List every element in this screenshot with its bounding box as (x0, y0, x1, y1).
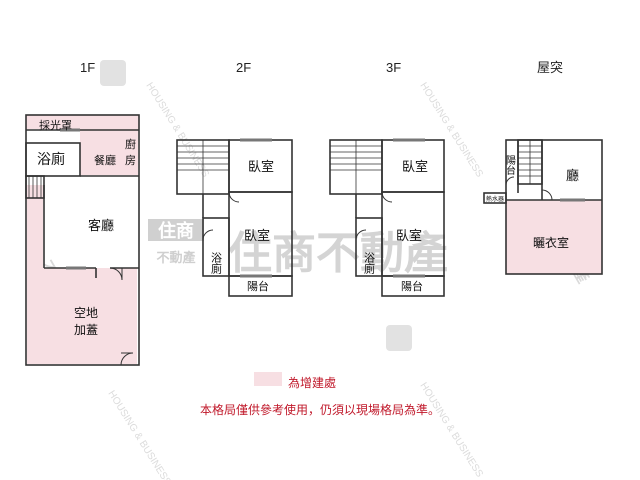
room-label-3f-balcony: 陽台 (401, 279, 423, 293)
room-label-3f-bath: 浴廁 (363, 252, 376, 275)
room-label-2f-bath: 浴廁 (210, 252, 223, 275)
room-label-roof-balcony: 陽台 (504, 155, 516, 176)
room-label-roof-hall: 廳 (566, 168, 579, 184)
floor-plan-3f (329, 138, 445, 297)
room-label-1f-dining: 餐廳 (94, 153, 116, 167)
legend-swatch (254, 372, 282, 386)
room-label-1f-yard-1: 空地 (74, 306, 98, 320)
floor-plan-2f (176, 138, 293, 297)
floor-label-1f: 1F (80, 60, 95, 75)
room-label-1f-bath: 浴廁 (37, 151, 65, 168)
floor-label-roof: 屋突 (537, 60, 563, 75)
floor-label-2f: 2F (236, 60, 251, 75)
room-label-roof-heater: 熱水器 (486, 195, 504, 203)
room-label-1f-kitchen: 廚 (125, 137, 136, 151)
watermark-brand-line2: 不動產 (156, 250, 195, 266)
room-label-1f-skylight: 採光罩 (39, 118, 72, 132)
room-label-3f-bedroom-1: 臥室 (402, 159, 428, 175)
room-label-1f-yard-2: 加蓋 (74, 323, 98, 337)
room-label-2f-balcony: 陽台 (247, 279, 269, 293)
watermark-brand-short: 住商 (158, 220, 194, 242)
room-label-2f-bedroom-1: 臥室 (248, 159, 274, 175)
room-label-3f-bedroom-2: 臥室 (396, 228, 422, 244)
room-label-roof-laundry: 曬衣室 (533, 235, 569, 250)
floor-label-3f: 3F (386, 60, 401, 75)
watermark-brand-full: 住商不動產 (228, 228, 448, 279)
room-label-2f-bedroom-2: 臥室 (244, 228, 270, 244)
legend-label: 為增建處 (288, 376, 337, 390)
floor-plan-1f (25, 114, 140, 366)
room-label-1f-room: 房 (125, 154, 136, 167)
room-label-1f-living: 客廳 (88, 218, 114, 234)
watermark-en-4: HOUSING & BUSINESS (417, 381, 485, 480)
disclaimer-note: 本格局僅供參考使用，仍須以現場格局為準。 (199, 403, 440, 417)
floor-plan-roof (483, 139, 603, 275)
